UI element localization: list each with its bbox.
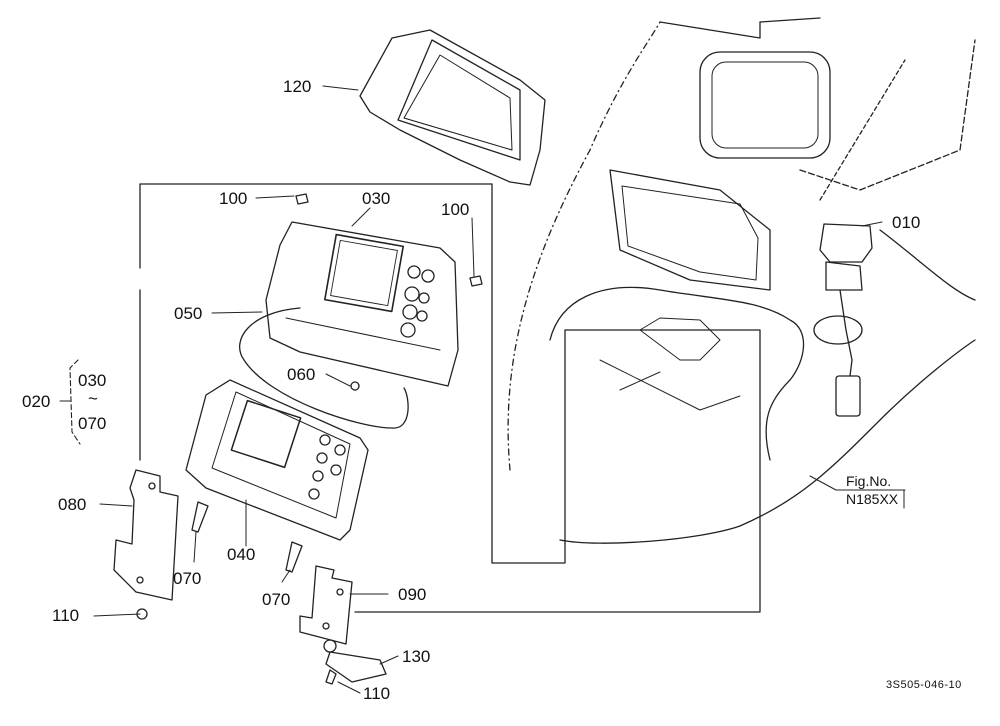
label-part-060: 060	[287, 365, 316, 384]
label-range-end-070: 070	[78, 414, 107, 433]
label-part-110-right: 110	[363, 684, 391, 703]
label-part-090: 090	[398, 585, 427, 604]
label-part-040: 040	[227, 545, 256, 564]
part-050-harness	[239, 307, 409, 429]
reference-box-lines	[139, 183, 761, 613]
label-part-100-left: 100	[219, 189, 248, 208]
part-120-cover	[359, 29, 546, 186]
label-part-120: 120	[283, 77, 312, 96]
range-bracket	[69, 359, 81, 445]
label-fig-ref-line2: N185XX	[846, 491, 899, 507]
tractor-dashboard-body	[507, 17, 976, 544]
label-part-020: 020	[22, 392, 51, 411]
label-range-tilde: ~	[88, 389, 98, 408]
part-090-bracket	[299, 565, 353, 645]
label-part-070-left: 070	[173, 569, 202, 588]
label-range-start-030: 030	[78, 371, 107, 390]
part-030-meter-panel	[265, 221, 459, 387]
label-part-110-left: 110	[52, 606, 80, 625]
part-130-clip	[325, 651, 387, 683]
label-part-080: 080	[58, 495, 87, 514]
part-080-bracket	[113, 469, 179, 601]
label-part-010: 010	[892, 213, 921, 232]
label-part-030: 030	[362, 189, 391, 208]
label-part-130: 130	[402, 647, 431, 666]
fasteners	[136, 193, 483, 685]
label-fig-ref-line1: Fig.No.	[846, 473, 892, 489]
part-010-key-switch	[813, 223, 873, 417]
label-part-070-right: 070	[262, 590, 291, 609]
label-part-100-right: 100	[441, 200, 470, 219]
part-040-rear-housing	[185, 379, 369, 541]
label-part-050: 050	[174, 304, 203, 323]
drawing-id: 3S505-046-10	[886, 679, 962, 691]
leader-lines	[59, 85, 906, 694]
